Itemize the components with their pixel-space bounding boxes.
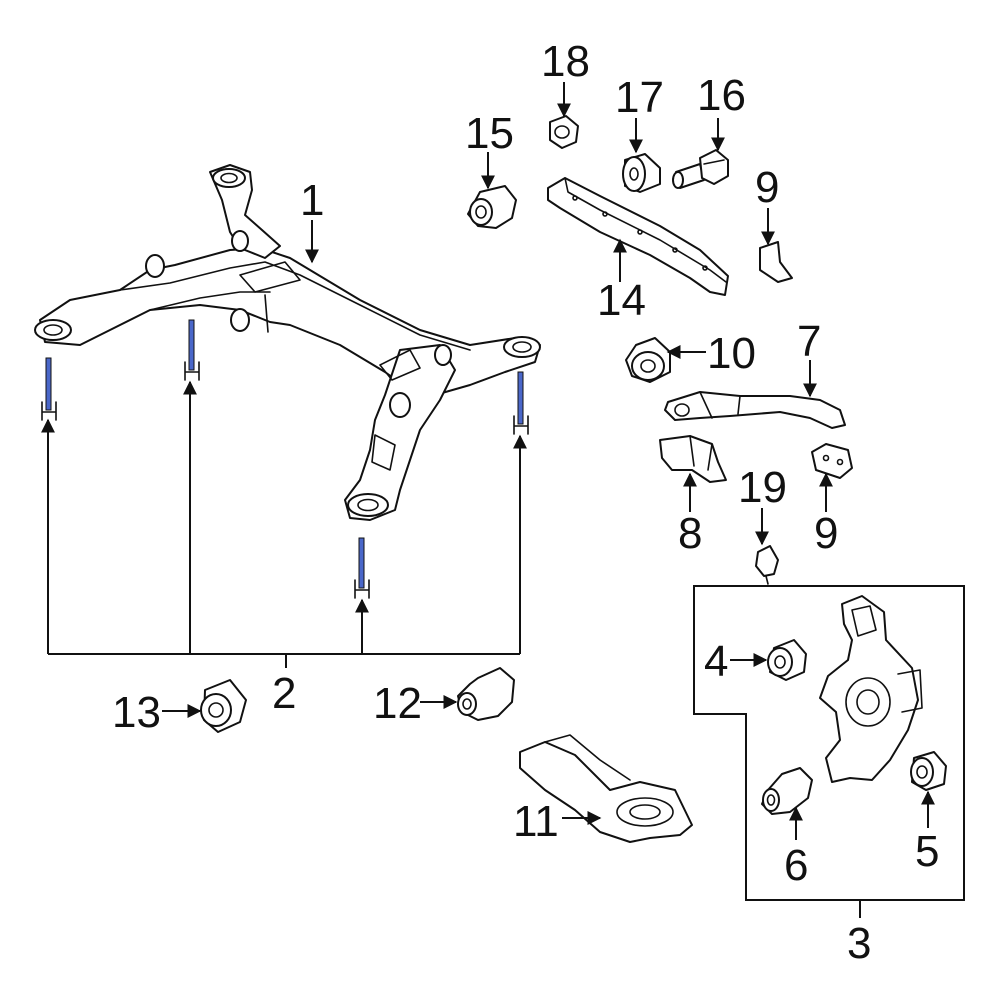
callout-9-top: 9	[755, 163, 779, 212]
callout-19: 19	[738, 463, 787, 512]
bolt-center-right[interactable]	[354, 537, 370, 599]
link-bar-part-14[interactable]	[547, 177, 729, 296]
bracket-part-9-bottom[interactable]	[811, 443, 853, 479]
upper-arm-part-7[interactable]	[664, 391, 846, 429]
clip-part-19[interactable]	[755, 545, 779, 585]
callout-4: 4	[704, 637, 728, 686]
bushing-part-10[interactable]	[625, 337, 671, 383]
bushing-part-4[interactable]	[767, 639, 807, 681]
callout-8: 8	[678, 509, 702, 558]
bolt-part-16[interactable]	[672, 149, 729, 189]
callout-12: 12	[373, 679, 422, 728]
callout-17: 17	[615, 73, 664, 122]
bushing-part-12[interactable]	[457, 667, 515, 721]
callout-9-bottom: 9	[814, 509, 838, 558]
bushing-part-6[interactable]	[761, 767, 813, 815]
bushing-part-13[interactable]	[200, 679, 247, 733]
bushing-part-5[interactable]	[910, 751, 947, 791]
bolt-group-leader	[41, 380, 527, 668]
callout-1: 1	[300, 176, 324, 225]
bracket-part-9-top[interactable]	[759, 241, 793, 283]
callout-5: 5	[915, 827, 939, 876]
callout-16: 16	[697, 71, 746, 120]
callout-15: 15	[465, 109, 514, 158]
bushing-part-15[interactable]	[467, 185, 517, 229]
callout-13: 13	[112, 688, 161, 737]
knuckle-part-3[interactable]	[819, 595, 923, 783]
control-arm-part-11[interactable]	[519, 734, 693, 843]
callout-6: 6	[784, 841, 808, 890]
knuckle-assembly-box	[693, 585, 965, 901]
callout-3: 3	[847, 919, 871, 968]
callout-10: 10	[707, 329, 756, 378]
callout-11: 11	[513, 797, 559, 846]
bolt-center-left[interactable]	[184, 319, 200, 381]
nut-part-18[interactable]	[549, 115, 579, 149]
washer-part-17[interactable]	[622, 153, 661, 193]
callout-18: 18	[541, 37, 590, 86]
crossmember-part-1[interactable]	[34, 164, 541, 521]
bolt-right[interactable]	[513, 371, 529, 435]
bracket-part-8[interactable]	[659, 435, 727, 483]
callout-14: 14	[597, 276, 646, 325]
callout-2: 2	[272, 669, 296, 718]
bolt-left[interactable]	[41, 357, 57, 421]
callout-7: 7	[797, 317, 821, 366]
